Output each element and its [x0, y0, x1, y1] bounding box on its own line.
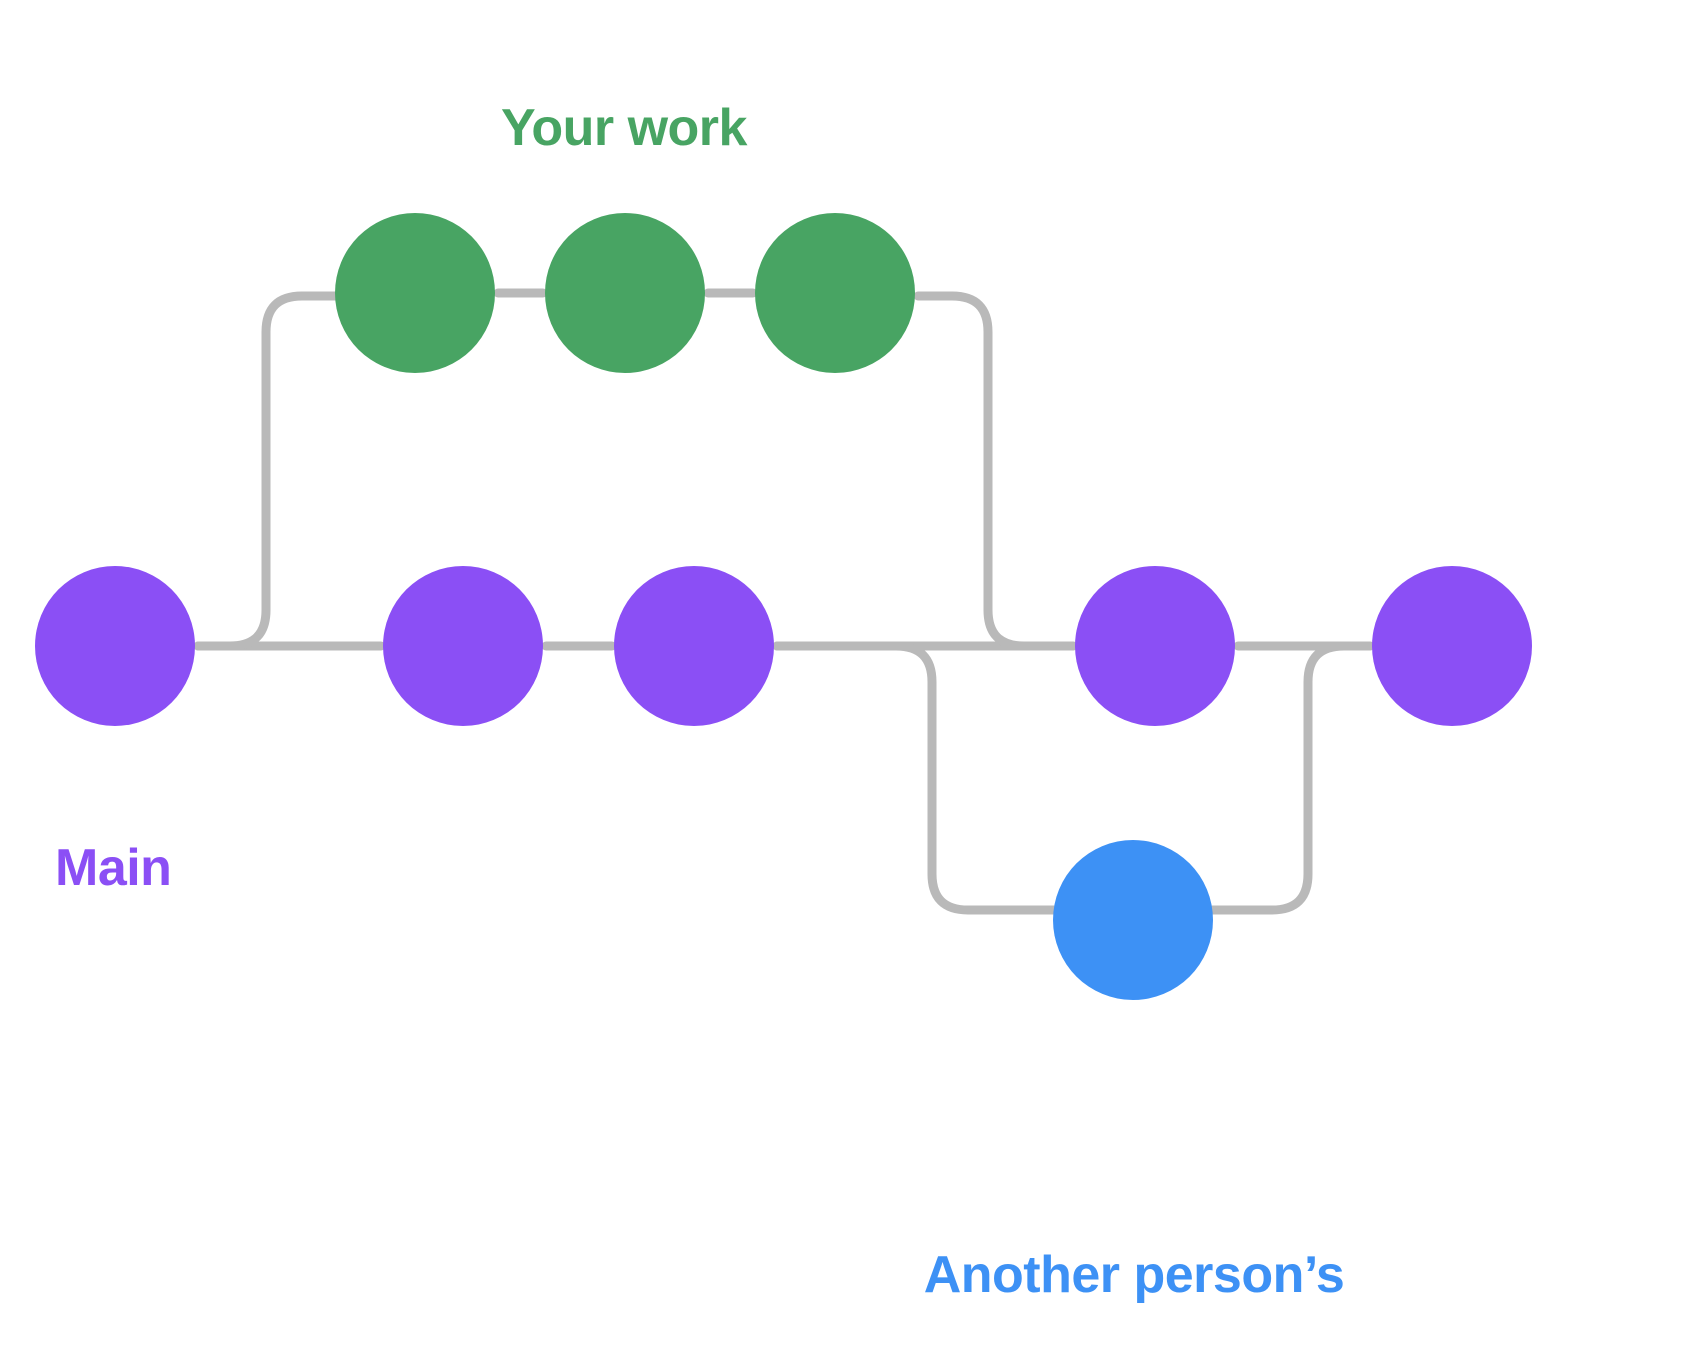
wire-merge-your-work-into-main — [913, 291, 1078, 651]
branch-label-another-person-line-1: Another person’s — [923, 1245, 1345, 1304]
commit-node-main-1[interactable] — [35, 566, 195, 726]
wire-branch-down-to-another-person — [772, 641, 1063, 915]
commit-node-main-3[interactable] — [614, 566, 774, 726]
commit-node-work-3[interactable] — [755, 213, 915, 373]
commit-node-main-4[interactable] — [1075, 566, 1235, 726]
branch-label-your-work: Your work — [501, 99, 747, 157]
commit-node-work-2[interactable] — [545, 213, 705, 373]
commit-node-main-2[interactable] — [383, 566, 543, 726]
wire-merge-another-person-into-main — [1203, 641, 1375, 915]
wire-branch-up-to-your-work — [193, 291, 341, 651]
commit-node-main-5[interactable] — [1372, 566, 1532, 726]
commit-node-other-1[interactable] — [1053, 840, 1213, 1000]
branch-label-main: Main — [55, 839, 172, 897]
branch-label-another-person: Another person’s work — [924, 1122, 1345, 1352]
commit-node-work-1[interactable] — [335, 213, 495, 373]
